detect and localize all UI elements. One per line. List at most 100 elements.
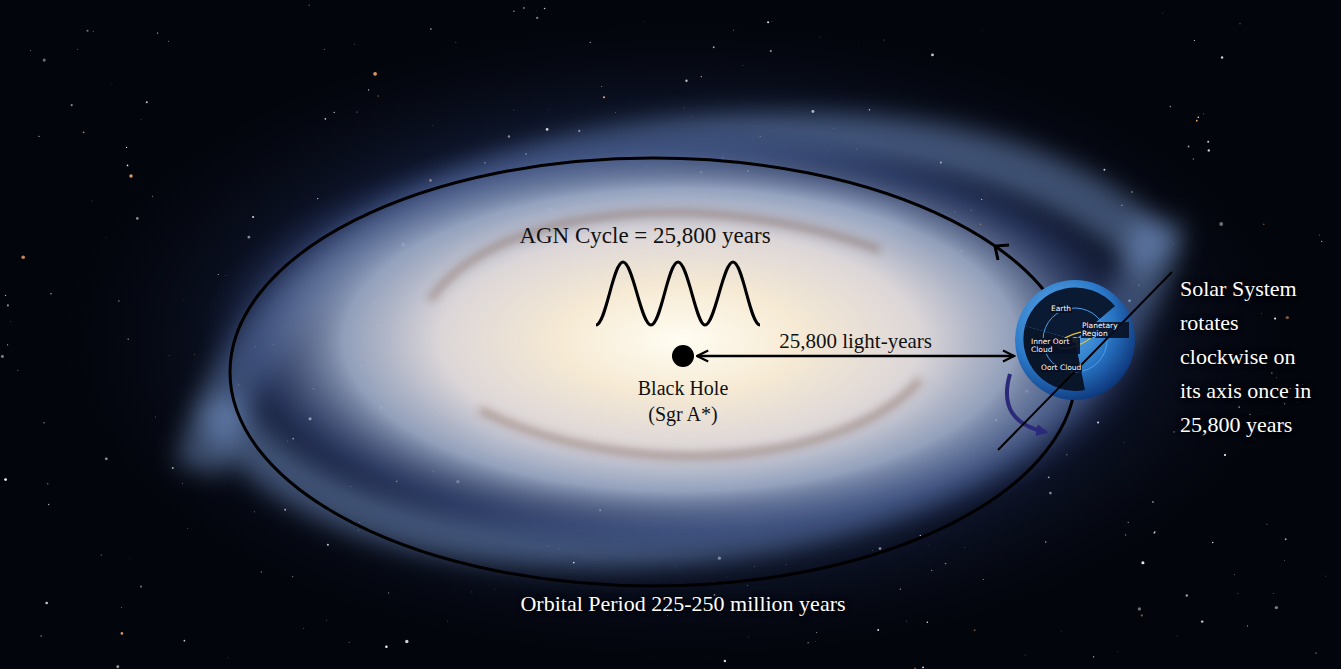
- star: [1198, 116, 1199, 117]
- star: [748, 636, 750, 638]
- star: [326, 619, 328, 621]
- star: [128, 338, 129, 339]
- star: [261, 571, 262, 572]
- star: [1261, 313, 1263, 315]
- star: [1286, 316, 1289, 319]
- galaxy-halo: [40, 10, 1320, 669]
- star: [1285, 538, 1287, 540]
- star: [883, 39, 885, 41]
- star: [614, 112, 616, 114]
- star: [430, 28, 431, 29]
- star: [405, 640, 408, 643]
- star: [964, 547, 966, 549]
- star: [1093, 656, 1094, 657]
- star: [767, 21, 769, 23]
- star: [126, 147, 127, 148]
- star: [1176, 635, 1178, 637]
- star: [101, 555, 102, 556]
- star: [388, 592, 389, 593]
- star: [1152, 501, 1154, 503]
- star: [1208, 149, 1210, 151]
- star: [385, 645, 387, 647]
- star: [1271, 372, 1272, 373]
- star: [1315, 652, 1316, 653]
- star: [1221, 56, 1223, 58]
- star: [183, 299, 185, 301]
- star: [1103, 169, 1105, 171]
- star: [674, 565, 676, 567]
- star: [1319, 234, 1321, 236]
- star: [1237, 593, 1239, 595]
- star: [323, 48, 325, 50]
- star: [1284, 560, 1286, 562]
- star: [1201, 620, 1203, 622]
- star: [1284, 403, 1285, 404]
- agn-cycle-label: AGN Cycle = 25,800 years: [500, 222, 790, 250]
- star: [83, 131, 85, 133]
- star: [931, 54, 934, 57]
- star: [334, 112, 335, 113]
- star: [1196, 120, 1198, 122]
- star: [44, 422, 45, 423]
- sphere-shell: [1015, 280, 1135, 400]
- black-hole-dot: Black Hole (Sgr A*): [672, 345, 694, 367]
- star: [373, 72, 377, 76]
- star: [546, 128, 549, 131]
- star: [1266, 523, 1268, 525]
- star: [601, 85, 603, 87]
- star: [879, 547, 882, 550]
- star: [1247, 625, 1248, 626]
- star: [513, 11, 515, 13]
- star: [5, 295, 6, 296]
- star: [811, 110, 814, 113]
- star: [536, 17, 538, 19]
- star: [771, 21, 773, 23]
- star: [327, 544, 329, 546]
- star: [129, 557, 131, 559]
- star: [38, 136, 39, 137]
- star: [914, 668, 916, 669]
- star: [348, 642, 350, 644]
- star: [900, 589, 901, 590]
- rotation-axis: [998, 272, 1172, 450]
- star: [945, 563, 947, 565]
- star: [590, 42, 591, 43]
- star: [136, 217, 139, 220]
- star: [1212, 542, 1214, 544]
- star: [1162, 12, 1164, 14]
- planetary-region-label: Planetary Region: [1081, 322, 1129, 338]
- star: [121, 632, 124, 635]
- star: [1325, 575, 1327, 577]
- star: [1138, 607, 1141, 610]
- galaxy-core: [200, 124, 1160, 556]
- star: [227, 657, 229, 659]
- star: [816, 632, 817, 633]
- star: [43, 59, 46, 62]
- star: [1263, 223, 1265, 225]
- star: [508, 135, 510, 137]
- star: [726, 576, 728, 578]
- star: [129, 174, 133, 178]
- star: [523, 7, 524, 8]
- star: [111, 83, 113, 85]
- star: [447, 620, 449, 622]
- star: [869, 109, 871, 111]
- star: [354, 43, 356, 45]
- star: [1194, 40, 1195, 41]
- distance-label: 25,800 light-years: [779, 329, 932, 353]
- star: [309, 5, 310, 6]
- star: [927, 621, 928, 622]
- star: [785, 564, 787, 566]
- star: [808, 642, 809, 643]
- star: [1141, 561, 1144, 564]
- star: [1321, 241, 1322, 242]
- star: [91, 200, 93, 202]
- orbit-direction-arrow: [995, 245, 1009, 260]
- star: [1025, 654, 1026, 655]
- star: [105, 457, 108, 460]
- star: [4, 478, 7, 481]
- star: [1, 355, 4, 358]
- star: [1188, 146, 1190, 148]
- star: [906, 620, 908, 622]
